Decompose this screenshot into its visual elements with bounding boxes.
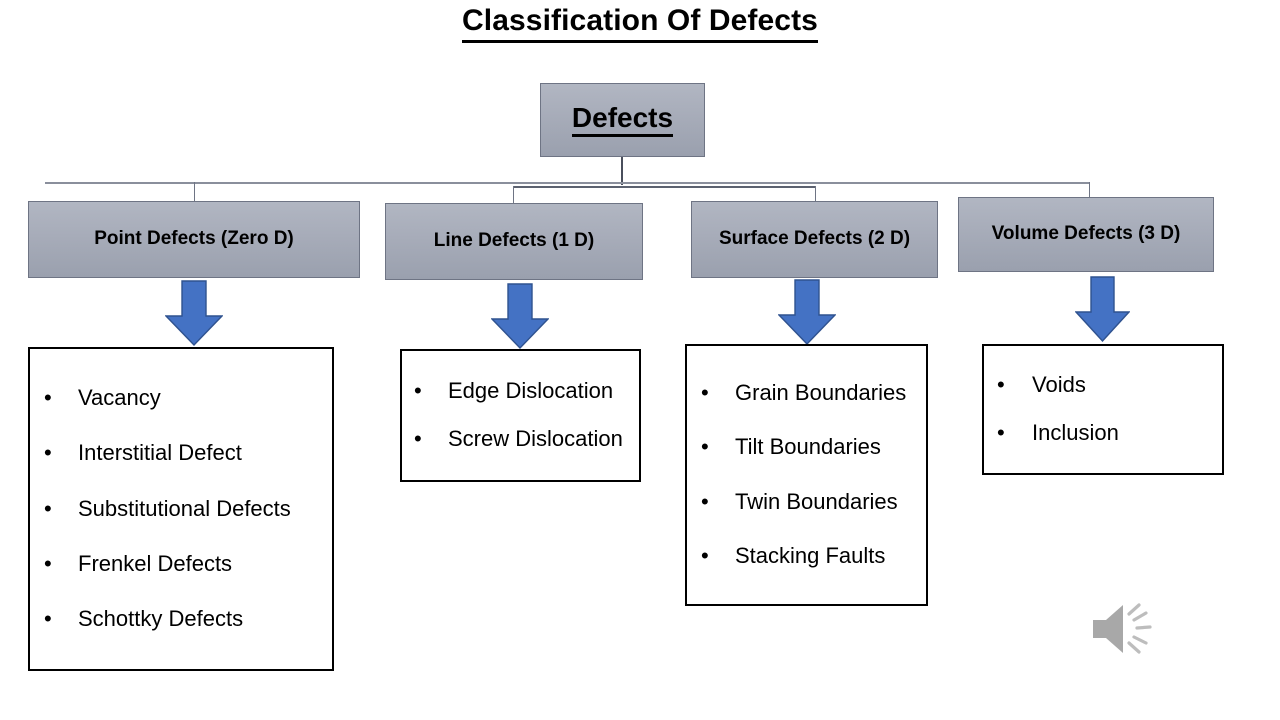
list-item[interactable]: • Substitutional Defects bbox=[30, 495, 332, 522]
list-item-label: Grain Boundaries bbox=[735, 379, 907, 405]
list-volume-defects: • Voids • Inclusion bbox=[982, 344, 1224, 475]
list-item-label: Voids bbox=[1032, 372, 1086, 398]
down-arrow-icon-line bbox=[491, 283, 549, 349]
list-item[interactable]: • Screw Dislocation bbox=[402, 427, 639, 452]
bullet-icon: • bbox=[701, 543, 709, 569]
list-line-defects-items: • Edge Dislocation • Screw Dislocation bbox=[402, 367, 639, 464]
list-item[interactable]: • Interstitial Defect bbox=[30, 441, 332, 466]
node-volume-defects-label: Volume Defects (3 D) bbox=[991, 223, 1181, 245]
bullet-icon: • bbox=[414, 426, 422, 452]
node-line-defects-label: Line Defects (1 D) bbox=[433, 230, 595, 252]
bullet-icon: • bbox=[997, 372, 1005, 398]
speaker-audio-icon[interactable] bbox=[1089, 598, 1157, 660]
list-item-label: Tilt Boundaries bbox=[735, 434, 881, 460]
page-title: Classification Of Defects bbox=[0, 4, 1280, 43]
list-point-defects-items: • Vacancy • Interstitial Defect • Substi… bbox=[30, 371, 332, 647]
node-defects-root[interactable]: Defects bbox=[540, 83, 705, 157]
connector-root-stem bbox=[621, 157, 623, 185]
list-item-label: Inclusion bbox=[1032, 419, 1119, 445]
node-point-defects[interactable]: Point Defects (Zero D) bbox=[28, 201, 360, 278]
list-line-defects: • Edge Dislocation • Screw Dislocation bbox=[400, 349, 641, 482]
connector-drop-point bbox=[194, 182, 195, 201]
bullet-icon: • bbox=[701, 488, 709, 514]
bullet-icon: • bbox=[44, 385, 52, 411]
list-item-label: Vacancy bbox=[78, 385, 161, 411]
list-surface-defects: • Grain Boundaries • Tilt Boundaries • T… bbox=[685, 344, 928, 606]
list-item-label: Interstitial Defect bbox=[78, 440, 242, 466]
node-defects-root-label: Defects bbox=[571, 102, 674, 138]
bullet-icon: • bbox=[414, 377, 422, 403]
list-surface-defects-items: • Grain Boundaries • Tilt Boundaries • T… bbox=[687, 366, 926, 584]
list-item-label: Twin Boundaries bbox=[735, 488, 898, 514]
bullet-icon: • bbox=[701, 379, 709, 405]
connector-rail-upper bbox=[45, 182, 1090, 184]
connector-drop-volume bbox=[1089, 182, 1090, 197]
list-point-defects: • Vacancy • Interstitial Defect • Substi… bbox=[28, 347, 334, 671]
node-point-defects-label: Point Defects (Zero D) bbox=[94, 228, 294, 250]
connector-rail-lower bbox=[513, 186, 816, 188]
down-arrow-icon-point bbox=[165, 280, 223, 346]
list-volume-defects-items: • Voids • Inclusion bbox=[984, 362, 1222, 457]
list-item-label: Substitutional Defects bbox=[78, 495, 291, 521]
bullet-icon: • bbox=[44, 440, 52, 466]
list-item[interactable]: • Schottky Defects bbox=[30, 606, 332, 632]
list-item-label: Stacking Faults bbox=[735, 543, 886, 569]
list-item[interactable]: • Grain Boundaries bbox=[687, 379, 926, 406]
list-item[interactable]: • Vacancy bbox=[30, 386, 332, 411]
bullet-icon: • bbox=[44, 495, 52, 521]
bullet-icon: • bbox=[997, 419, 1005, 445]
bullet-icon: • bbox=[44, 550, 52, 576]
list-item-label: Screw Dislocation bbox=[448, 426, 623, 452]
list-item[interactable]: • Tilt Boundaries bbox=[687, 435, 926, 460]
node-line-defects[interactable]: Line Defects (1 D) bbox=[385, 203, 643, 280]
list-item-label: Frenkel Defects bbox=[78, 550, 233, 576]
node-surface-defects-label: Surface Defects (2 D) bbox=[718, 228, 911, 250]
connector-drop-surface bbox=[815, 186, 816, 201]
list-item[interactable]: • Inclusion bbox=[984, 419, 1222, 446]
bullet-icon: • bbox=[44, 606, 52, 632]
down-arrow-icon-surface bbox=[778, 279, 836, 345]
node-volume-defects[interactable]: Volume Defects (3 D) bbox=[958, 197, 1214, 272]
list-item-label: Edge Dislocation bbox=[448, 377, 614, 403]
node-surface-defects[interactable]: Surface Defects (2 D) bbox=[691, 201, 938, 278]
connector-drop-line bbox=[513, 186, 514, 203]
list-item[interactable]: • Twin Boundaries bbox=[687, 488, 926, 515]
bullet-icon: • bbox=[701, 434, 709, 460]
page-title-text: Classification Of Defects bbox=[462, 4, 818, 43]
list-item[interactable]: • Frenkel Defects bbox=[30, 550, 332, 577]
list-item[interactable]: • Stacking Faults bbox=[687, 544, 926, 569]
down-arrow-icon-volume bbox=[1075, 276, 1130, 342]
list-item[interactable]: • Edge Dislocation bbox=[402, 377, 639, 404]
list-item-label: Schottky Defects bbox=[78, 606, 244, 632]
list-item[interactable]: • Voids bbox=[984, 373, 1222, 398]
